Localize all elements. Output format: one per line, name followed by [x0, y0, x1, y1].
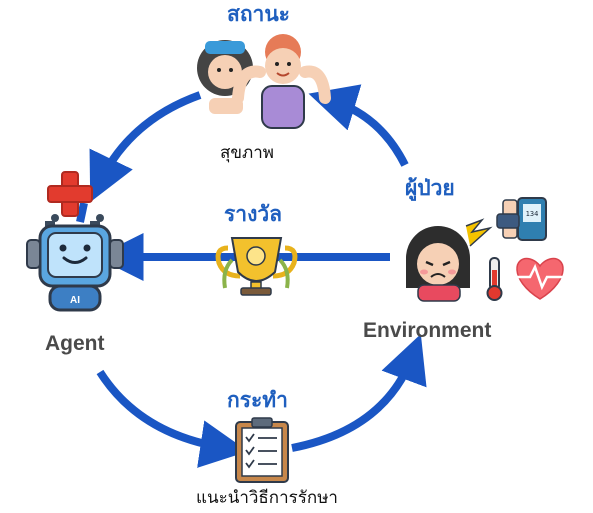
svg-text:AI: AI: [70, 295, 80, 306]
trophy-icon: [215, 237, 298, 296]
heart-rate-icon: [516, 257, 566, 300]
clipboard-checklist-icon: [235, 417, 289, 483]
cycle-arrow-top-right: [308, 84, 409, 167]
thermometer-icon: [486, 257, 503, 301]
medical-cross-icon: [47, 171, 93, 217]
patient-label: ผู้ป่วย: [405, 176, 455, 200]
cycle-arrow-bottom-right: [291, 334, 427, 452]
cycle-arrow-top-left: [89, 91, 202, 203]
cycle-arrow-left-connector: [76, 202, 88, 223]
svg-text:134: 134: [526, 210, 539, 218]
sick-girl-icon: [406, 218, 493, 302]
recommend-treatment-label: แนะนำวิธีการรักษา: [196, 488, 338, 508]
reward-label: รางวัล: [224, 202, 282, 226]
health-label: สุขภาพ: [220, 143, 274, 163]
state-label: สถานะ: [227, 2, 290, 26]
cycle-arrow-bottom-left: [96, 369, 249, 468]
environment-label: Environment: [363, 319, 492, 342]
robot-icon: AI: [26, 214, 124, 312]
action-label: กระทำ: [227, 388, 288, 412]
agent-label: Agent: [45, 332, 105, 355]
blood-pressure-monitor-icon: 134: [496, 197, 547, 241]
healthy-people-icon: [197, 34, 331, 129]
